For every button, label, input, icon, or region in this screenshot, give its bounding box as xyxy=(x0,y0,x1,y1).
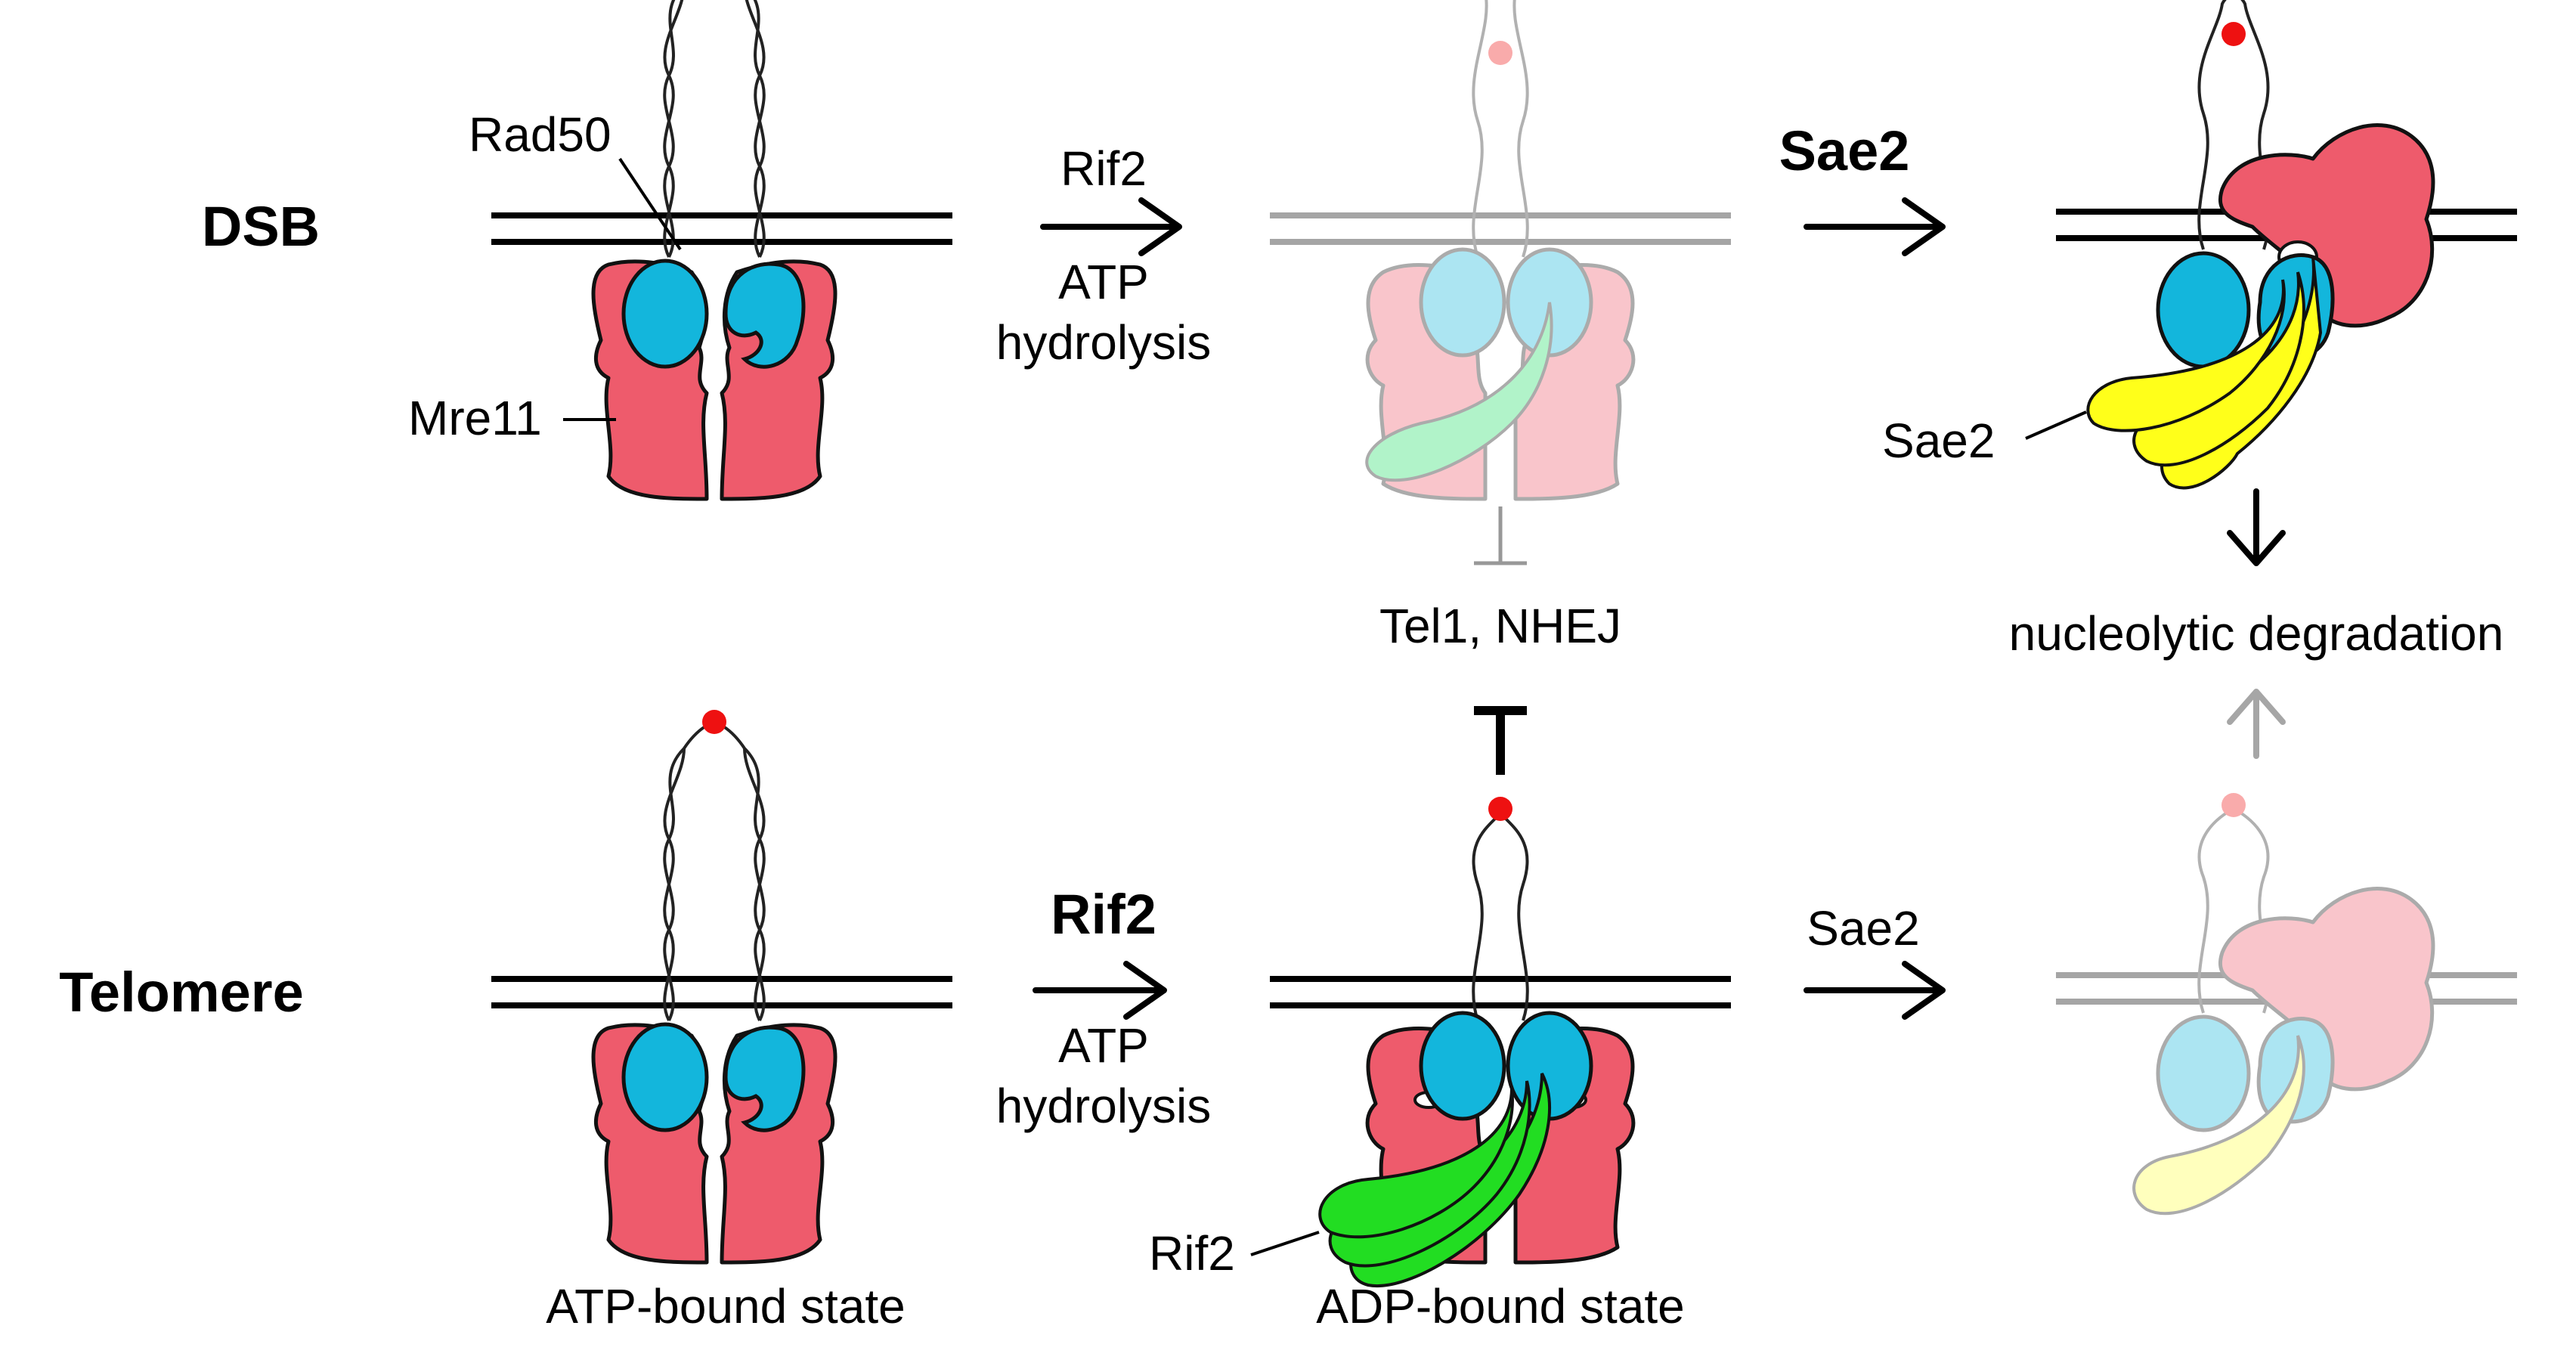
telomere-step1-arrow xyxy=(1033,961,1167,1020)
telomere-adp-bound-complex xyxy=(1270,797,1731,1288)
degradation-down-arrow xyxy=(2227,488,2286,566)
nucleolytic-degradation-label: nucleolytic degradation xyxy=(2009,606,2504,661)
telomere-step2-arrow xyxy=(1804,961,1946,1020)
rad50-pointer xyxy=(618,157,682,251)
adp-bound-state-label: ADP-bound state xyxy=(1316,1279,1684,1333)
sae2-label: Sae2 xyxy=(1882,413,1995,468)
telomere-atp-bound-complex xyxy=(491,710,952,1262)
inhibition-faded-bar xyxy=(1474,506,1527,565)
dsb-adp-bound-complex-faded xyxy=(1270,0,1731,501)
dsb-step1-arrow xyxy=(1040,197,1182,256)
telomere-step1-label-top: Rif2 xyxy=(1051,883,1156,946)
atp-bound-state-label: ATP-bound state xyxy=(546,1279,906,1333)
dsb-sae2-active-complex xyxy=(2056,0,2517,490)
telomere-sae2-complex-faded xyxy=(2056,793,2517,1216)
dsb-step2-label-top: Sae2 xyxy=(1779,119,1910,182)
mre11-label: Mre11 xyxy=(408,391,542,445)
degradation-up-arrow-faded xyxy=(2227,689,2286,759)
row-label-telomere: Telomere xyxy=(59,961,304,1024)
dsb-step2-arrow xyxy=(1804,197,1946,256)
row-label-dsb: DSB xyxy=(202,195,320,258)
rif2-label: Rif2 xyxy=(1149,1226,1235,1281)
rif2-pointer xyxy=(1250,1231,1320,1256)
telomere-step2-label-top: Sae2 xyxy=(1807,901,1919,956)
rad50-label: Rad50 xyxy=(469,107,611,162)
inhibition-bar xyxy=(1474,706,1527,775)
dsb-atp-bound-complex xyxy=(491,0,952,499)
tel1-nhej-label: Tel1, NHEJ xyxy=(1379,599,1621,653)
dsb-step1-label-top: Rif2 xyxy=(1060,141,1147,196)
sae2-pointer xyxy=(2025,410,2087,440)
